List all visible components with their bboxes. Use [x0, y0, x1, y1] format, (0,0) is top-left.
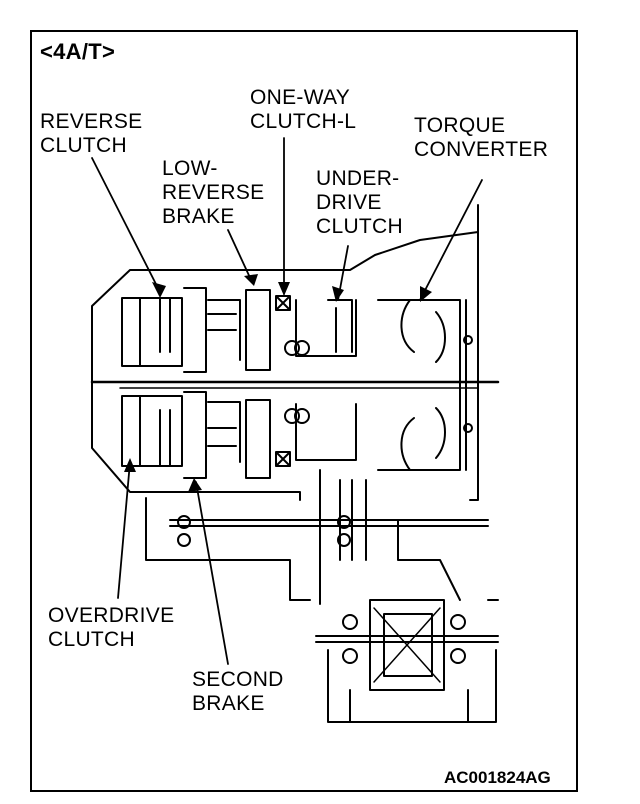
torque-converter-leader — [419, 179, 483, 301]
second-brake-leader — [195, 481, 229, 665]
torque-converter-housing — [377, 299, 461, 471]
diagram-heading: <4A/T> — [40, 39, 116, 64]
reverse-clutch-leader — [91, 157, 161, 293]
one-way-clutch-l — [275, 295, 291, 311]
overdrive-clutch-drum — [121, 395, 183, 467]
transfer-shaft — [145, 497, 311, 601]
transmission-case-outline — [91, 204, 479, 501]
label-second-brake: SECOND BRAKE — [192, 668, 284, 715]
label-overdrive-clutch: OVERDRIVE CLUTCH — [48, 604, 175, 651]
label-torque-converter: TORQUE CONVERTER — [414, 114, 549, 161]
label-one-way-clutch: ONE-WAY CLUTCH-L — [250, 86, 357, 133]
label-underdrive-clutch: UNDER- DRIVE CLUTCH — [316, 167, 403, 238]
low-reverse-brake-leader — [227, 229, 253, 283]
diagram-frame — [30, 30, 578, 792]
reverse-clutch-drum — [121, 297, 183, 367]
differential-housing — [369, 599, 445, 691]
underdrive-clutch-drum — [327, 299, 353, 353]
label-reverse-clutch: REVERSE CLUTCH — [40, 110, 143, 157]
figure-code: AC001824AG — [444, 768, 551, 787]
overdrive-clutch-leader — [117, 461, 131, 599]
label-low-reverse-brake: LOW- REVERSE BRAKE — [162, 157, 265, 228]
